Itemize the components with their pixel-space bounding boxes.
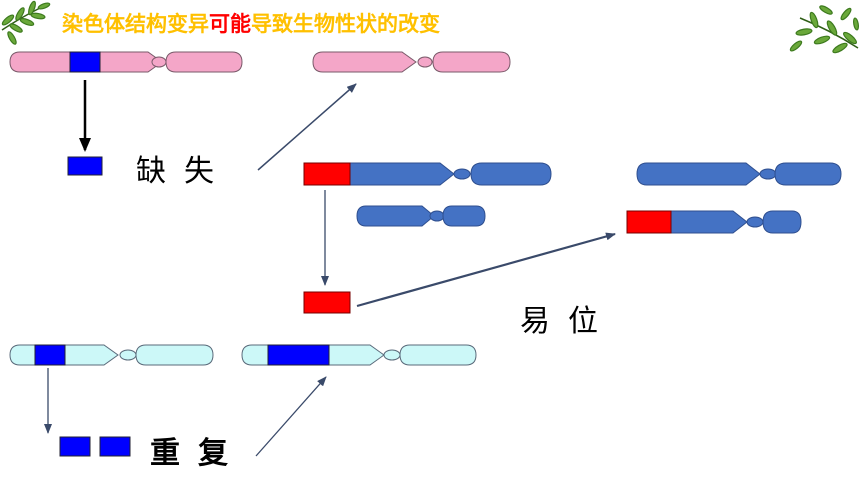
centromere bbox=[383, 349, 401, 361]
title-part-1: 染色体结构变异 bbox=[62, 12, 209, 36]
label-duplication: 重复 bbox=[150, 436, 246, 471]
title-highlight: 可能 bbox=[209, 12, 251, 36]
centromere bbox=[151, 56, 167, 68]
centromere bbox=[429, 210, 445, 222]
segment-blue-copy-1 bbox=[59, 436, 91, 457]
segment-blue-lost bbox=[67, 156, 103, 176]
segment-red-attached bbox=[626, 210, 672, 234]
segment-red bbox=[303, 162, 351, 186]
centromere bbox=[759, 168, 777, 180]
label-deletion: 缺失 bbox=[136, 154, 232, 189]
centromere bbox=[417, 56, 433, 68]
segment-blue-deleted bbox=[69, 51, 101, 73]
leaf-decoration-right-icon bbox=[789, 5, 860, 54]
chromosome-blue-result-bottom bbox=[626, 210, 802, 234]
chromosome-result-pink bbox=[312, 51, 511, 73]
chromosome-result-cyan bbox=[241, 344, 477, 366]
chromosome-original-pink bbox=[9, 51, 243, 73]
segment-blue-duplicated bbox=[34, 344, 66, 366]
arrow-translocation-result bbox=[356, 232, 616, 308]
centromere bbox=[119, 349, 137, 361]
chromosome-blue-with-red bbox=[303, 162, 552, 186]
segment-blue-copy-2 bbox=[99, 436, 131, 457]
page-title: 染色体结构变异可能导致生物性状的改变 bbox=[62, 8, 440, 38]
centromere bbox=[746, 216, 764, 228]
segment-blue-double bbox=[267, 344, 330, 366]
segment-red-moved bbox=[303, 291, 351, 314]
centromere bbox=[453, 168, 471, 180]
arrow-duplication-result bbox=[255, 376, 327, 457]
label-translocation: 易位 bbox=[520, 304, 616, 339]
title-part-2: 导致生物性状的改变 bbox=[251, 12, 440, 36]
chromosome-blue-short bbox=[356, 205, 486, 227]
chromosome-blue-result-top bbox=[636, 162, 842, 186]
chromosome-original-cyan bbox=[9, 344, 214, 366]
arrow-deletion-result bbox=[257, 83, 357, 171]
leaf-decoration-left-icon bbox=[1, 0, 51, 45]
